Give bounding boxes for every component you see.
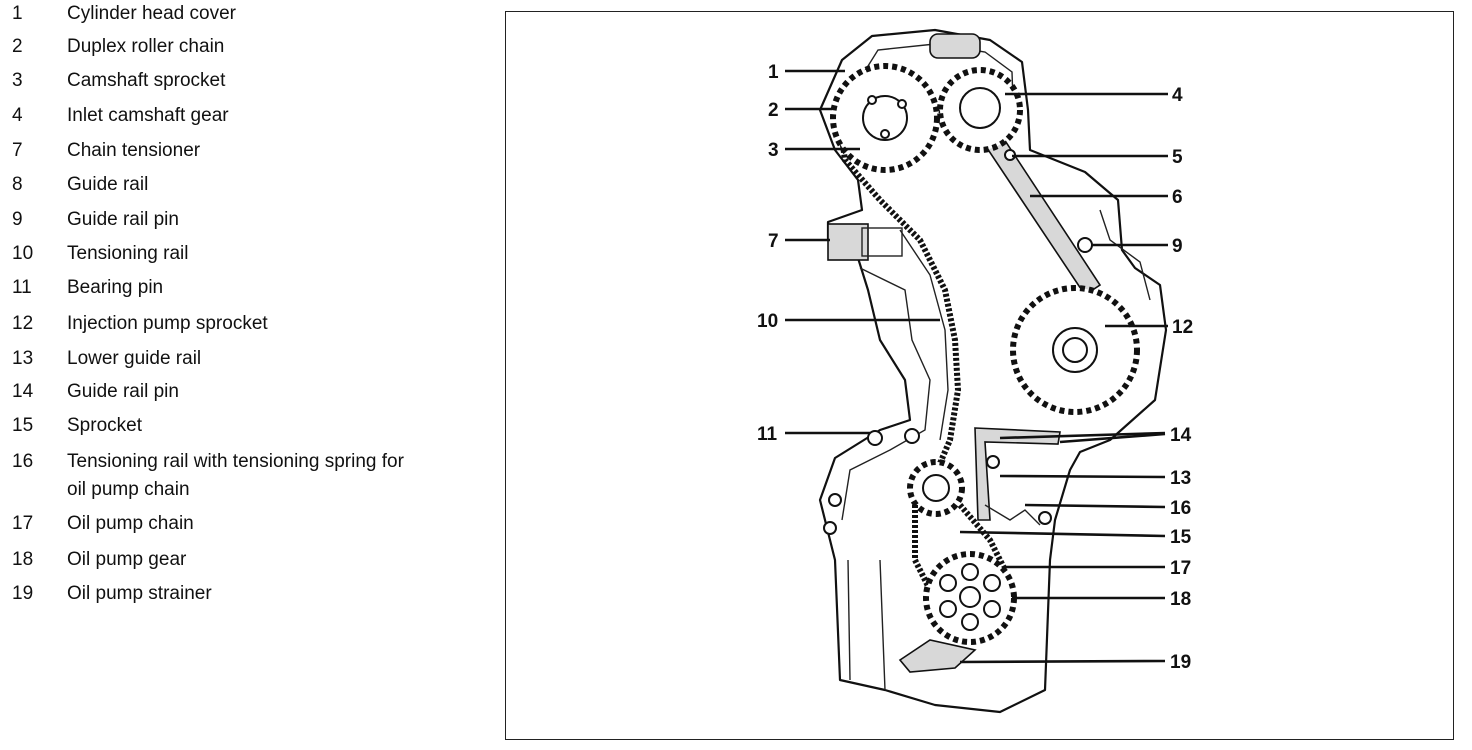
tensioning-rail-spring [984,504,1041,526]
housing-bolt [1038,511,1052,525]
leader-line [1059,432,1166,444]
legend-number: 16 [12,451,34,472]
housing-inner-line [1099,209,1151,301]
legend-number: 13 [12,348,34,369]
oil-pump-gear-hole [983,574,1001,592]
legend-number: 7 [12,140,23,161]
callout-7: 7 [768,231,779,252]
sprocket-bolt [867,95,877,105]
inlet-camshaft-hub [959,87,1001,129]
legend-label: Tensioning rail [67,243,189,264]
housing-inner-line [841,267,931,521]
tensioning-rail [899,229,949,441]
callout-17: 17 [1170,558,1191,579]
oil-pump-gear-hole [961,563,979,581]
sprocket-bolt [897,99,907,109]
legend-number: 10 [12,243,34,264]
legend-number: 4 [12,105,23,126]
legend-label: Lower guide rail [67,348,202,369]
oil-pump-chain [912,505,933,592]
legend-label: Duplex roller chain [67,36,225,57]
legend-number: 11 [12,277,32,298]
callout-11: 11 [757,424,778,445]
callout-5: 5 [1172,147,1183,168]
callout-3: 3 [768,140,779,161]
legend-number: 18 [12,549,34,570]
injection-pump-bore [1062,337,1088,363]
callout-1: 1 [768,62,779,83]
sprocket-bolt [880,129,890,139]
callout-15: 15 [1170,527,1192,548]
legend-label: Inlet camshaft gear [67,105,229,126]
oil-pump-gear-hole [961,613,979,631]
housing-bolt [828,493,842,507]
guide-rail-pin-lower [986,455,1000,469]
legend-label: Chain tensioner [67,140,201,161]
callout-14: 14 [1170,425,1192,446]
leader-line [1024,503,1166,509]
bearing-pin [867,430,883,446]
crankshaft-sprocket-hub [922,474,950,502]
legend-number: 1 [12,3,23,24]
oil-pump-chain [957,503,1008,572]
leader-line [999,431,1166,440]
legend-label: Oil pump strainer [67,583,212,604]
legend-label: Oil pump gear [67,549,187,570]
chain-tensioner-plunger [861,227,903,257]
leader-line [999,474,1166,479]
legend-number: 14 [12,381,34,402]
oil-pump-gear-hole [939,600,957,618]
callout-19: 19 [1170,652,1191,673]
legend-number: 9 [12,209,23,230]
legend-number: 15 [12,415,34,436]
legend-label: Cylinder head cover [67,3,236,24]
diagram-frame [505,11,1454,740]
callout-18: 18 [1170,589,1191,610]
callout-6: 6 [1172,187,1183,208]
callout-9: 9 [1172,236,1183,257]
callout-10: 10 [757,311,778,332]
callout-13: 13 [1170,468,1191,489]
legend-label: Camshaft sprocket [67,70,226,91]
legend-label: Injection pump sprocket [67,313,268,334]
legend-number: 3 [12,70,23,91]
duplex-roller-chain [835,109,962,477]
legend-label: Oil pump chain [67,513,194,534]
oil-pump-hub [959,586,981,608]
callout-2: 2 [768,100,779,121]
legend-label: Tensioning rail with tensioning spring f… [67,451,404,472]
cover-cap [929,33,981,59]
bearing-pin [904,428,920,444]
guide-rail-pin [1077,237,1093,253]
legend-number: 2 [12,36,23,57]
legend-number: 8 [12,174,23,195]
legend-label: Guide rail pin [67,381,179,402]
legend-number: 19 [12,583,34,604]
oil-pump-gear-hole [983,600,1001,618]
oil-pump-strainer [898,639,977,673]
legend-label: Guide rail pin [67,209,179,230]
legend-label: oil pump chain [67,479,190,500]
leader-line [959,530,1166,538]
camshaft-sprocket-hub [862,95,908,141]
callout-12: 12 [1172,317,1193,338]
legend-label: Bearing pin [67,277,164,298]
callout-4: 4 [1172,85,1183,106]
legend-label: Guide rail [67,174,149,195]
legend-label: Sprocket [67,415,142,436]
callout-16: 16 [1170,498,1191,519]
housing-bolt [823,521,837,535]
legend-number: 17 [12,513,34,534]
legend-number: 12 [12,313,34,334]
oil-pump-gear-hole [939,574,957,592]
oil-pan-lip [847,559,886,691]
leader-line [959,659,1166,664]
